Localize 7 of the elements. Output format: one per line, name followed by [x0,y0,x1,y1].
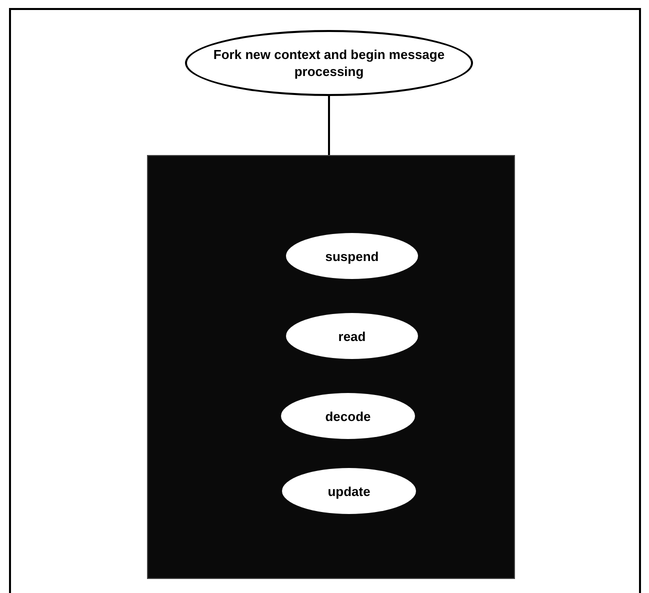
node-label: suspend [324,248,380,264]
connector-line [328,96,330,155]
dark-panel [147,155,515,579]
node-label: decode [324,408,372,424]
node-label: Fork new context and begin message processing [212,46,446,80]
node-label: update [326,482,372,500]
node-label: read [337,328,367,344]
